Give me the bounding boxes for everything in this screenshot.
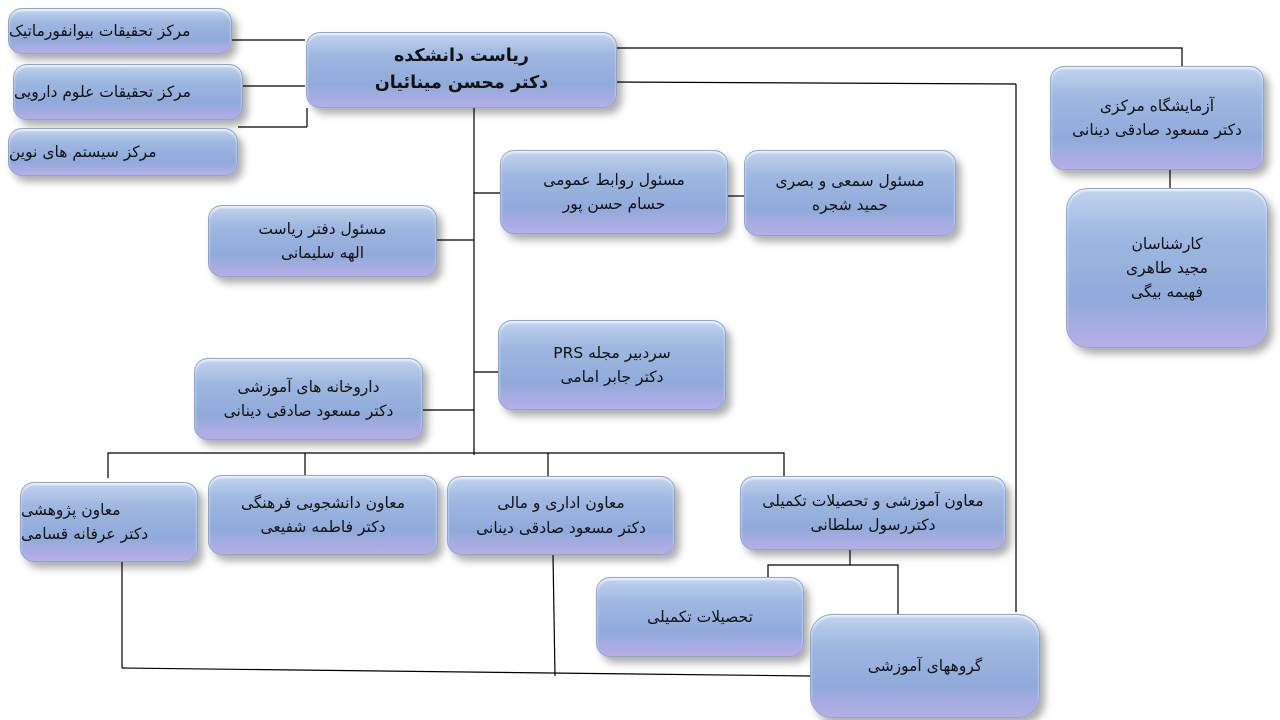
center-novel-systems-box: مرکز سیستم های نوین — [8, 128, 238, 176]
experts-box: کارشناسان مجید طاهری فهیمه بیگی — [1066, 188, 1268, 348]
audio-visual-box: مسئول سمعی و بصری حمید شجره — [744, 150, 956, 236]
public-relations-box: مسئول روابط عمومی حسام حسن پور — [500, 150, 728, 234]
graduate-studies-label: تحصیلات تکمیلی — [647, 607, 753, 626]
dean-title: ریاست دانشکده — [393, 45, 530, 66]
research-vp-name: دکتر عرفانه قسامی — [21, 525, 149, 543]
education-vp-box: معاون آموزشی و تحصیلات تکمیلی دکتررسول س… — [740, 476, 1006, 550]
journal-editor-box: سردبیر مجله PRS دکتر جابر امامی — [498, 320, 726, 410]
education-vp-name: دکتررسول سلطانی — [810, 516, 936, 534]
experts-name-2: فهیمه بیگی — [1131, 283, 1203, 301]
audio-visual-name: حمید شجره — [812, 196, 888, 214]
center-novel-systems-label: مرکز سیستم های نوین — [9, 142, 157, 161]
audio-visual-title: مسئول سمعی و بصری — [775, 171, 925, 190]
dean-name: دکتر محسن مینائیان — [374, 73, 549, 93]
central-lab-name: دکتر مسعود صادقی دینانی — [1072, 121, 1242, 139]
center-pharmaceutical-sciences-label: مرکز تحقیقات علوم دارویی — [14, 82, 191, 101]
center-bioinformatics-box: مرکز تحقیقات بیوانفورماتیک — [8, 8, 232, 54]
graduate-studies-box: تحصیلات تکمیلی — [596, 577, 804, 657]
center-bioinformatics-label: مرکز تحقیقات بیوانفورماتیک — [9, 21, 191, 40]
center-pharmaceutical-sciences-box: مرکز تحقیقات علوم دارویی — [13, 64, 243, 120]
dean-office-name: الهه سلیمانی — [280, 244, 365, 262]
dean-box: ریاست دانشکده دکتر محسن مینائیان — [306, 32, 617, 108]
teaching-pharmacies-title: داروخانه های آموزشی — [237, 377, 380, 396]
admin-finance-vp-title: معاون اداری و مالی — [497, 494, 625, 513]
dean-office-title: مسئول دفتر ریاست — [258, 219, 387, 238]
research-vp-box: معاون پژوهشی دکتر عرفانه قسامی — [20, 482, 198, 562]
admin-finance-vp-name: دکتر مسعود صادقی دینانی — [476, 518, 646, 537]
public-relations-name: حسام حسن پور — [562, 195, 666, 213]
teaching-pharmacies-box: داروخانه های آموزشی دکتر مسعود صادقی دین… — [194, 358, 423, 440]
central-lab-box: آزمایشگاه مرکزی دکتر مسعود صادقی دینانی — [1050, 66, 1264, 170]
admin-finance-vp-box: معاون اداری و مالی دکتر مسعود صادقی دینا… — [447, 476, 675, 555]
student-cultural-vp-name: دکتر فاطمه شفیعی — [260, 518, 386, 536]
student-cultural-vp-box: معاون دانشجویی فرهنگی دکتر فاطمه شفیعی — [208, 475, 438, 555]
academic-departments-label: گروههای آموزشی — [867, 656, 983, 675]
education-vp-title: معاون آموزشی و تحصیلات تکمیلی — [762, 491, 984, 510]
dean-office-box: مسئول دفتر ریاست الهه سلیمانی — [208, 205, 437, 277]
central-lab-title: آزمایشگاه مرکزی — [1099, 96, 1215, 115]
journal-editor-title: سردبیر مجله PRS — [553, 343, 671, 362]
teaching-pharmacies-name: دکتر مسعود صادقی دینانی — [223, 402, 394, 420]
experts-title: کارشناسان — [1131, 234, 1203, 253]
public-relations-title: مسئول روابط عمومی — [543, 170, 685, 189]
academic-departments-box: گروههای آموزشی — [810, 614, 1040, 718]
journal-editor-name: دکتر جابر امامی — [560, 368, 664, 386]
research-vp-title: معاون پژوهشی — [21, 500, 121, 519]
student-cultural-vp-title: معاون دانشجویی فرهنگی — [240, 493, 406, 512]
experts-name-1: مجید طاهری — [1126, 258, 1208, 277]
